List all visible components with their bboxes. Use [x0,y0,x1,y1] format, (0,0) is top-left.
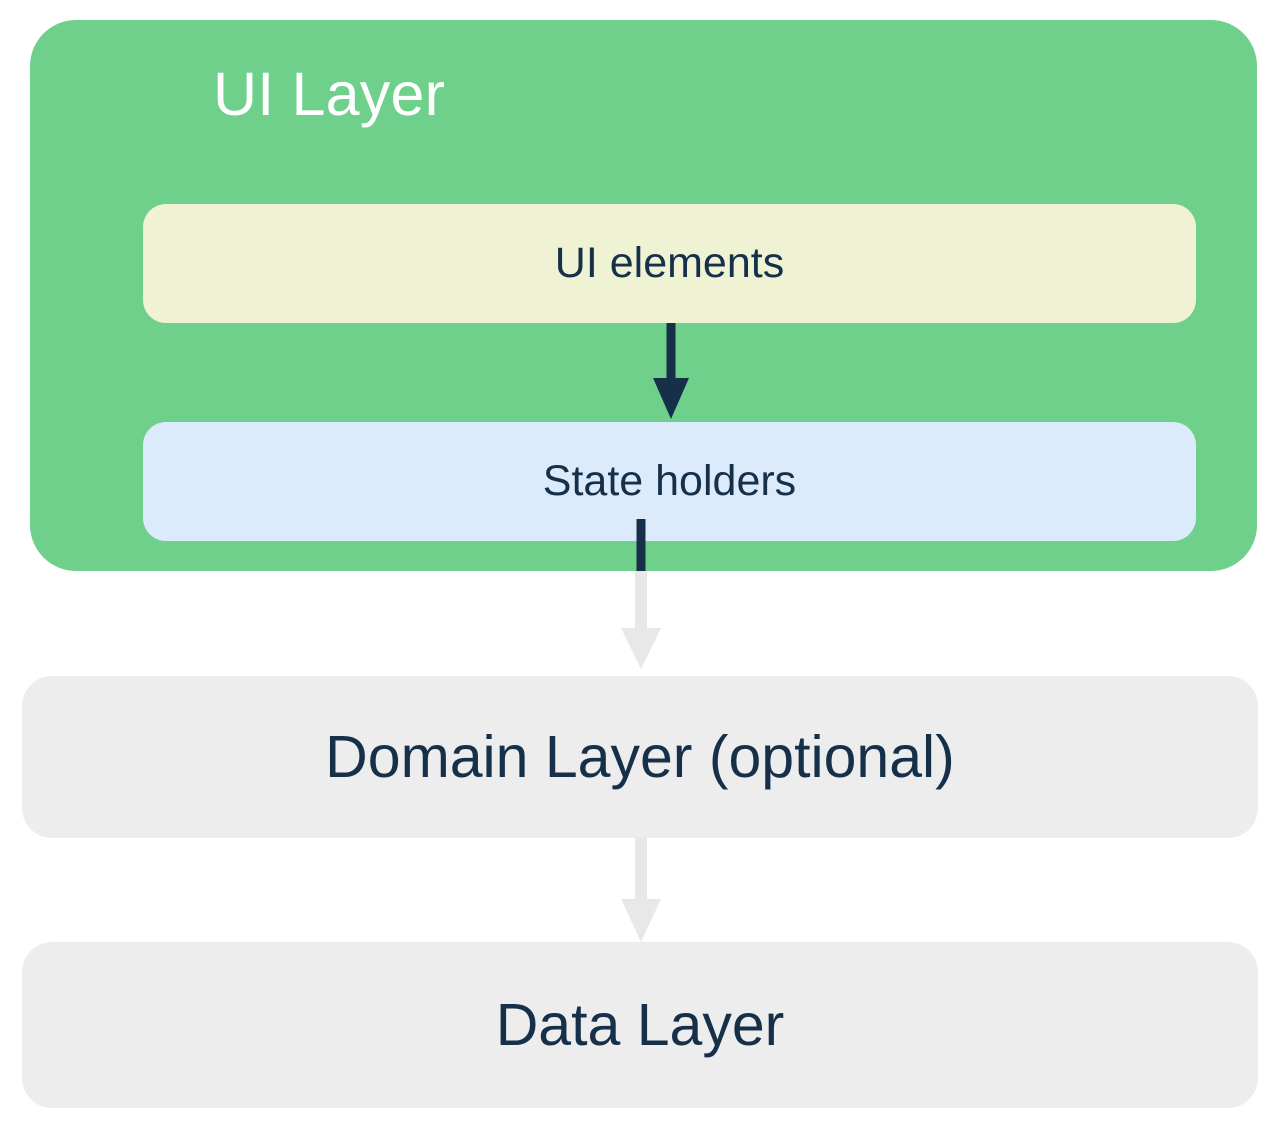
arrow-state-holders-to-domain-layer-icon [611,571,671,670]
data-layer-box[interactable]: Data Layer [22,942,1258,1108]
ui-layer-title: UI Layer [213,60,446,128]
ui-elements-box[interactable]: UI elements [143,204,1196,323]
ui-layer-panel: UI Layer UI elements State holders [30,20,1257,571]
state-holders-label: State holders [542,457,797,505]
arrow-ui-elements-to-state-holders-icon [641,323,701,420]
domain-layer-label: Domain Layer (optional) [325,723,955,790]
state-holders-box[interactable]: State holders [143,422,1196,541]
data-layer-label: Data Layer [495,991,785,1058]
domain-layer-box[interactable]: Domain Layer (optional) [22,676,1258,838]
ui-elements-label: UI elements [554,239,785,287]
arrow-domain-layer-to-data-layer-icon [611,837,671,943]
